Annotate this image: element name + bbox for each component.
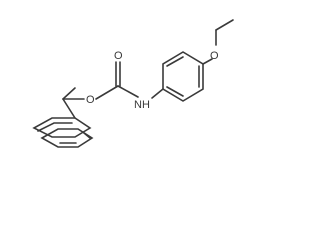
carbonyl-to-nitrogen-bond: [117, 85, 139, 98]
molecule-structure: O O NH O: [32, 19, 234, 148]
benzyl-ch2-bond: [62, 98, 76, 119]
oxygen-to-carbonyl-bond: [95, 85, 119, 100]
ethyl-terminal-bond: [215, 19, 234, 31]
aryl-ring-double-bond-3: [166, 86, 184, 97]
benzyl-ring-outline: [32, 117, 92, 138]
ester-oxygen-label: O: [86, 94, 95, 106]
ch2-upper-bond: [62, 87, 76, 100]
carbonyl-oxygen-label: O: [114, 50, 123, 62]
aryl-to-ether-oxygen-bond: [202, 58, 213, 65]
amide-nitrogen-label: NH: [134, 99, 150, 111]
aryl-ring-outline: [162, 51, 204, 102]
nitrogen-to-aryl-bond: [151, 88, 164, 99]
benzyl-ring-back-inner-bond: [59, 132, 91, 144]
structure-canvas: O O NH O: [32, 19, 234, 148]
benzyl-ring: [32, 98, 94, 148]
benzyl-ring-back-face: [40, 128, 94, 148]
benzyl-ring-inner-bond: [37, 122, 73, 132]
ether-oxygen-label: O: [210, 50, 219, 62]
aryl-ring-double-bond-1: [166, 56, 184, 67]
aryl-ring: [162, 51, 204, 102]
